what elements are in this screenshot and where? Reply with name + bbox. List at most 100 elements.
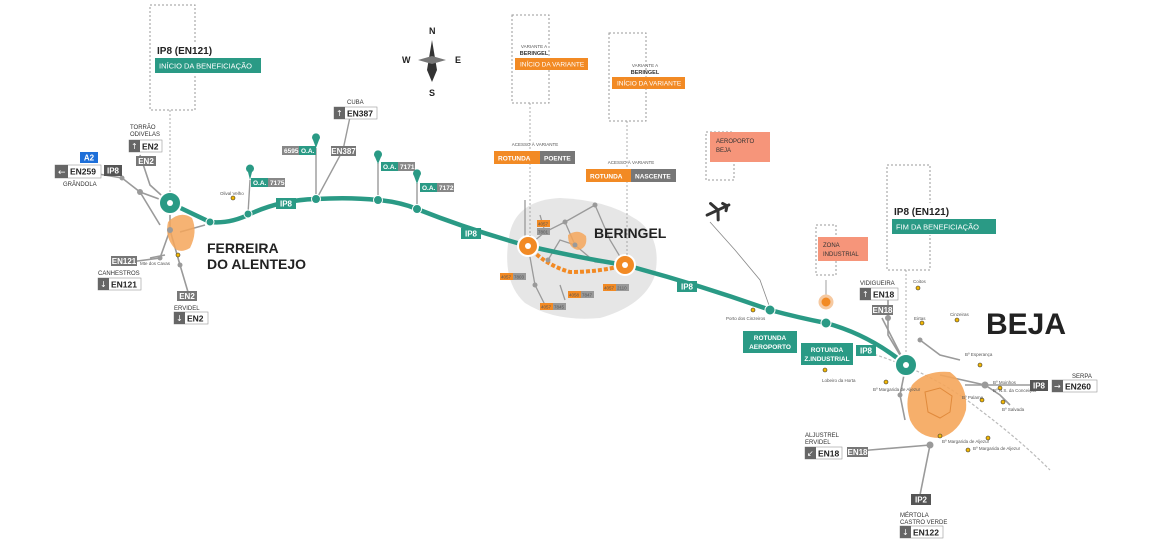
svg-text:IP8: IP8 — [860, 347, 873, 356]
road-en387: EN387 — [331, 146, 356, 156]
svg-text:BERINGEL: BERINGEL — [520, 51, 549, 57]
svg-text:AEROPORTO: AEROPORTO — [716, 139, 754, 145]
svg-text:ACESSO À VARIANTE: ACESSO À VARIANTE — [512, 141, 558, 147]
sign-en387: ↑ EN387 — [333, 106, 378, 120]
beja-town-area-inner — [924, 387, 953, 419]
road-ip8-east: IP8 — [1030, 380, 1048, 391]
rotunda-poente-label: ACESSO À VARIANTE ROTUNDA POENTE — [494, 141, 575, 164]
svg-text:7172: 7172 — [439, 185, 454, 192]
oa-marker-1: O.A. 7175 — [246, 164, 285, 187]
svg-text:A2: A2 — [84, 154, 95, 163]
town-ervidel-west: ERVIDEL — [174, 306, 200, 312]
svg-text:EN121: EN121 — [112, 257, 137, 266]
grey-nodes — [119, 175, 989, 449]
place-br-conceicao: Bº N.S. da Conceição — [993, 388, 1037, 393]
svg-text:↑: ↑ — [862, 290, 869, 299]
svg-text:IP2: IP2 — [915, 496, 928, 505]
place-eirtas: Eirtas — [914, 316, 926, 321]
svg-text:ACESSO À VARIANTE: ACESSO À VARIANTE — [608, 159, 654, 165]
town-vidigueira: VIDIGUEIRA — [860, 281, 895, 287]
end-box-title: IP8 (EN121) — [894, 207, 949, 218]
place-br-moinhos: Bº Moinhos — [993, 380, 1017, 385]
svg-text:INDUSTRIAL: INDUSTRIAL — [823, 252, 859, 258]
sign-en260: → EN260 — [1051, 379, 1098, 393]
beringel-code-tags: 4057 7801 4057 7803 4057 7845 4058 7847 … — [500, 220, 629, 310]
road-ip2: IP2 — [911, 494, 931, 505]
town-beringel: BERINGEL — [594, 225, 667, 241]
road-en18-south: EN18 — [847, 447, 868, 457]
place-cinzeiras: Cinzeiras — [950, 312, 970, 317]
route-nodes — [205, 194, 832, 329]
svg-text:NASCENTE: NASCENTE — [635, 174, 671, 181]
route-label-4: IP8 — [856, 345, 876, 356]
svg-text:Z.INDUSTRIAL: Z.INDUSTRIAL — [804, 356, 849, 363]
ferreira-town-area — [167, 214, 195, 251]
road-en259: ← EN259 — [54, 164, 102, 179]
zona-industrial-box: ZONA INDUSTRIAL — [815, 224, 868, 276]
poi-dots — [175, 195, 1006, 453]
svg-text:4058: 4058 — [569, 293, 580, 298]
svg-text:EN121: EN121 — [111, 280, 137, 290]
svg-text:EN260: EN260 — [1065, 382, 1091, 392]
sign-en2-north: ↑ EN2 — [128, 139, 163, 153]
svg-text:4057: 4057 — [604, 286, 615, 291]
town-aljustrel: ALJUSTREL — [805, 433, 840, 439]
svg-text:7175: 7175 — [270, 180, 285, 187]
svg-text:7847: 7847 — [582, 293, 593, 298]
roundabout-poente — [517, 235, 539, 257]
town-castro-verde: CASTRO VERDE — [900, 520, 947, 526]
svg-text:4057: 4057 — [501, 275, 512, 280]
svg-text:EN387: EN387 — [331, 147, 356, 156]
road-en2-south: EN2 — [177, 291, 197, 301]
rotunda-nascente-label: ACESSO À VARIANTE ROTUNDA NASCENTE — [586, 159, 676, 182]
town-ferreira-1: FERREIRA — [207, 240, 279, 256]
svg-text:ROTUNDA: ROTUNDA — [811, 347, 844, 354]
svg-text:BERINGEL: BERINGEL — [631, 70, 660, 76]
town-torrao: TORRÃO — [130, 124, 156, 131]
variante-box-east: VARIANTE A BERINGEL INÍCIO DA VARIANTE — [608, 32, 685, 255]
road-ip8-west: IP8 — [104, 165, 122, 176]
route-label-1: IP8 — [276, 198, 296, 209]
zona-industrial-marker — [818, 294, 834, 310]
town-ervidel-east: ERVIDEL — [805, 440, 831, 446]
svg-text:EN2: EN2 — [187, 314, 204, 324]
svg-text:IP8: IP8 — [280, 200, 293, 209]
svg-text:←: ← — [58, 168, 66, 178]
road-a2: A2 — [80, 152, 98, 163]
svg-text:7801: 7801 — [538, 230, 549, 235]
end-box-subtitle: FIM DA BENEFICIAÇÃO — [896, 223, 979, 232]
road-en121: EN121 — [111, 256, 137, 266]
town-grandola: GRÂNDOLA — [63, 181, 97, 188]
town-serpa: SERPA — [1072, 374, 1092, 380]
compass-e: E — [455, 55, 461, 65]
svg-text:IP8: IP8 — [1033, 382, 1046, 391]
variante-box-west: VARIANTE A BERINGEL INÍCIO DA VARIANTE — [511, 14, 588, 236]
compass-s: S — [429, 88, 435, 98]
svg-text:VARIANTE A: VARIANTE A — [521, 44, 547, 49]
svg-text:EN2: EN2 — [138, 157, 154, 166]
svg-text:2110: 2110 — [617, 286, 627, 291]
sign-en18-north: ↑ EN18 — [859, 287, 899, 301]
svg-text:EN18: EN18 — [872, 306, 893, 315]
svg-text:↓: ↓ — [100, 280, 107, 289]
place-br-palame: Bº Palame — [962, 395, 984, 400]
beja-town-area — [907, 371, 967, 438]
end-box: IP8 (EN121) FIM DA BENEFICIAÇÃO — [886, 164, 1000, 354]
sign-en122: ↓ EN122 — [899, 525, 944, 539]
sign-en18-south: ↙ EN18 — [804, 446, 843, 460]
svg-text:EN18: EN18 — [818, 449, 840, 459]
start-box: IP8 (EN121) INÍCIO DA BENEFICIAÇÃO — [149, 4, 265, 192]
svg-text:6595: 6595 — [284, 148, 299, 155]
svg-text:↑: ↑ — [336, 109, 343, 118]
svg-text:↓: ↓ — [176, 314, 183, 323]
compass-n: N — [429, 26, 436, 36]
svg-text:→: → — [1054, 382, 1061, 391]
town-mertola: MÉRTOLA — [900, 512, 929, 519]
town-canhestros: CANHESTROS — [98, 271, 140, 277]
svg-text:IP8: IP8 — [465, 230, 478, 239]
aeroporto-box: AEROPORTO BEJA — [705, 131, 770, 181]
svg-text:IP8: IP8 — [107, 167, 120, 176]
town-beja: BEJA — [986, 308, 1066, 341]
road-en18-north: EN18 — [872, 305, 893, 315]
svg-text:INÍCIO DA VARIANTE: INÍCIO DA VARIANTE — [520, 60, 585, 69]
